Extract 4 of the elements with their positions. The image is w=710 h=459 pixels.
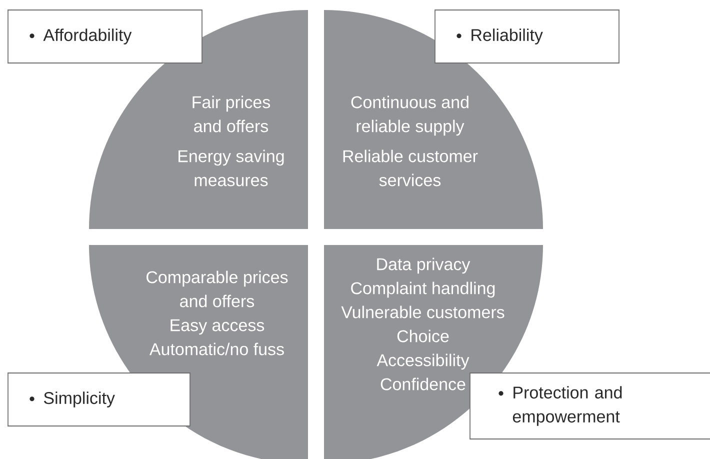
label-box: Protection and empowerment	[470, 372, 710, 440]
label-box: Affordability	[8, 10, 202, 64]
label-box: Reliability	[434, 10, 620, 64]
label-box: Simplicity	[8, 372, 190, 426]
